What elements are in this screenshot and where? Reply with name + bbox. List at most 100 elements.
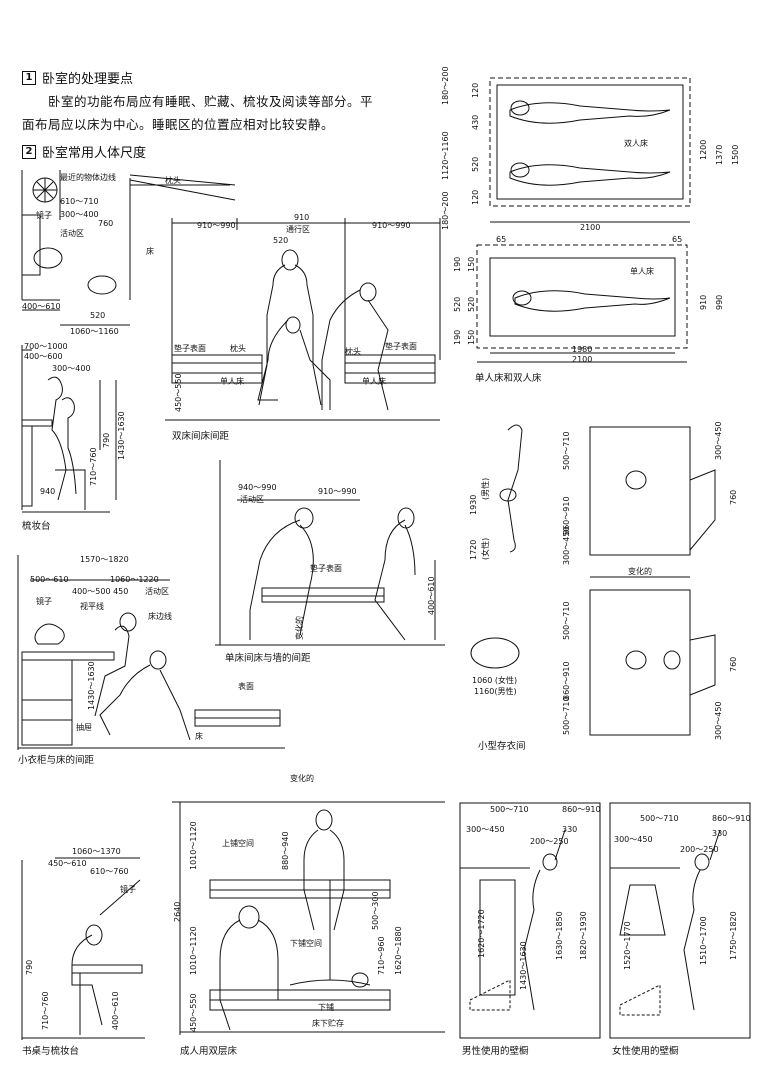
label-pad-surface-b: 垫子表面 (385, 342, 417, 351)
dim-1060-female: 1060 (女性) (472, 676, 518, 685)
caption-female-closet: 女性使用的壁橱 (612, 1046, 679, 1057)
dim-520-d: 520 (453, 296, 462, 312)
dim-450-610: 450～610 (48, 859, 87, 868)
label-sightline: 视平线 (80, 602, 104, 611)
desk-drawing (21, 857, 145, 1040)
dim-790: 790 (102, 432, 111, 448)
intro-line-2: 面布局应以床为中心。睡眠区的位置应相对比较安静。 (22, 117, 335, 132)
dim-1930: 1930 (469, 494, 478, 515)
label-drawer: 抽屉 (76, 723, 92, 732)
caption-wardrobe-gap: 小衣柜与床的间距 (18, 755, 95, 766)
label-under-storage: 床下贮存 (312, 1019, 344, 1028)
dim-1520-1770: 1520～1770 (623, 921, 632, 970)
dim-120-b: 120 (471, 189, 480, 205)
caption-male-closet: 男性使用的壁橱 (462, 1046, 529, 1057)
dim-150-b: 150 (467, 329, 476, 345)
dim-120-a: 120 (471, 82, 480, 98)
label-mirror: 镜子 (36, 211, 52, 220)
section-2-title: 卧室常用人体尺度 (42, 146, 147, 161)
label-varies-b: 变化的 (290, 774, 314, 783)
dim-500-710-b: 500～710 (640, 814, 679, 823)
label-mirror-b: 镜子 (36, 597, 52, 606)
dim-1060-1370: 1060～1370 (72, 847, 121, 856)
dim-610-760: 610～760 (90, 867, 129, 876)
dim-710-760: 710～760 (89, 447, 98, 486)
dim-2100-b: 2100 (572, 355, 593, 364)
dim-1430-1630: 1430～1630 (117, 411, 126, 460)
dim-1060-1220: 1060～1220 (110, 575, 159, 584)
dim-330-b: 330 (712, 829, 728, 838)
label-surface: 表面 (238, 682, 254, 691)
dim-1820-1930: 1820～1930 (579, 911, 588, 960)
dim-300-400-b: 300～400 (52, 364, 91, 373)
dim-1200: 1200 (699, 139, 708, 160)
dim-860-910-d: 860～910 (562, 661, 571, 700)
dim-520-b: 520 (273, 236, 289, 245)
intro-line-1: 卧室的功能布局应有睡眠、贮藏、梳妆及阅读等部分。平 (48, 94, 374, 109)
label-lower-bunk: 下铺 (318, 1003, 334, 1012)
dim-450-550-a: 450～550 (174, 373, 183, 412)
label-pillow: 枕头 (165, 176, 181, 185)
dim-910-b: 910 (699, 294, 708, 310)
dim-65-a: 65 (496, 235, 507, 244)
dim-520-e: 520 (467, 296, 476, 312)
female-closet-drawing (609, 802, 751, 1039)
single-bed-wall-drawing (215, 460, 445, 646)
dim-300-450-c: 300～450 (562, 526, 571, 565)
dim-910-990-b: 910～990 (372, 221, 411, 230)
dim-200-250-b: 200～250 (680, 845, 719, 854)
dim-860-910-b: 860～910 (712, 814, 751, 823)
dim-300-400: 300～400 (60, 210, 99, 219)
closet-drawing (470, 424, 716, 736)
label-closet-varies: 变化的 (628, 567, 652, 576)
dim-520-c: 520 (471, 156, 480, 172)
caption-single-wall: 单床间床与墙的间距 (225, 653, 311, 664)
dim-65-b: 65 (672, 235, 683, 244)
dim-520: 520 (90, 311, 106, 320)
dim-500-300: 500～300 (371, 891, 380, 930)
dim-1370: 1370 (715, 144, 724, 165)
dim-1720: 1720 (469, 539, 478, 560)
dim-710-960: 710～960 (377, 936, 386, 975)
dim-1510-1700: 1510～1700 (699, 916, 708, 965)
section-2-number: 2 (22, 144, 36, 159)
dim-1060-1160: 1060～1160 (70, 327, 119, 336)
dim-150-a: 150 (467, 256, 476, 272)
label-single-bed-b: 单人床 (362, 377, 386, 386)
dim-860-910-a: 860～910 (562, 805, 601, 814)
dim-500-710-c: 500～710 (562, 431, 571, 470)
dim-940-990: 940～990 (238, 483, 277, 492)
dim-430: 430 (471, 114, 480, 130)
caption-desk: 书桌与梳妆台 (22, 1046, 80, 1057)
dim-180-200-b: 180～200 (441, 191, 450, 230)
dim-1010-1120-b: 1010～1120 (189, 926, 198, 975)
male-closet-drawing (459, 802, 601, 1039)
label-upper-space: 上铺空间 (222, 839, 254, 848)
label-mirror-c: 镜子 (120, 885, 136, 894)
dim-400-610: 400～610 (22, 302, 61, 311)
label-bed-2: 床 (195, 732, 203, 741)
dim-450-550-b: 450～550 (189, 993, 198, 1032)
section-1-heading: 1 卧室的处理要点 (22, 68, 133, 87)
label-single-bed-a: 单人床 (220, 377, 244, 386)
label-male: (男性) (481, 477, 490, 500)
dim-760: 760 (98, 219, 114, 228)
dim-500-710-a: 500～710 (490, 805, 529, 814)
caption-dressing: 梳妆台 (22, 521, 51, 532)
dim-500-710-e: 500～710 (562, 696, 571, 735)
dim-400-600: 400～600 (24, 352, 63, 361)
dim-710-760-b: 710～760 (41, 991, 50, 1030)
label-activity-3: 活动区 (145, 587, 169, 596)
dim-1980: 1980 (572, 345, 593, 354)
dim-200-250-a: 200～250 (530, 837, 569, 846)
dim-300-450-e: 300～450 (714, 701, 723, 740)
label-nearest-edge: 最近的物体边线 (60, 173, 116, 182)
dim-300-450-d: 300～450 (714, 421, 723, 460)
dim-790-b: 790 (25, 959, 34, 975)
plan-sketch (21, 170, 236, 326)
dim-1620-1880: 1620～1880 (394, 926, 403, 975)
caption-bunk: 成人用双层床 (180, 1046, 238, 1057)
dressing-table-drawing (21, 345, 117, 513)
